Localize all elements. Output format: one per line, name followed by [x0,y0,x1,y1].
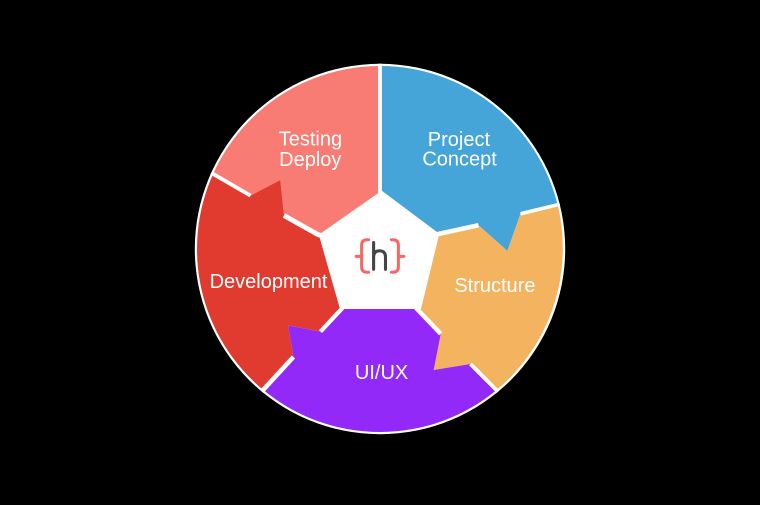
svg-text:Development: Development [210,271,328,293]
svg-text:Concept: Concept [422,149,497,171]
svg-text:Structure: Structure [454,275,535,297]
svg-text:Testing: Testing [279,129,342,151]
svg-text:Project: Project [428,129,491,151]
svg-text:UI/UX: UI/UX [355,362,408,384]
svg-text:Deploy: Deploy [279,149,341,171]
